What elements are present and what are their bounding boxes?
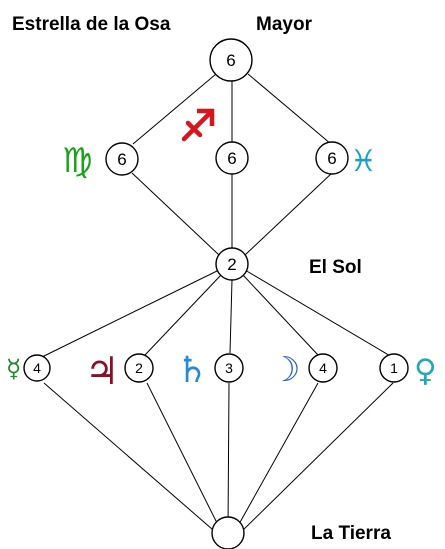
edge-mercury-earth [43,382,221,537]
pisces-icon: ♓ [350,144,377,179]
mayor-label: Mayor [256,14,313,35]
node-pisces: 6 [315,141,349,175]
moon-icon: ☽ [270,350,300,390]
node-virgo-value: 6 [117,150,126,169]
edge-saturn-earth [227,382,230,531]
virgo-icon: ♍ [62,141,92,181]
venus-icon: ♀ [414,353,437,389]
sagittarius-icon [181,108,215,142]
edge-sun-venus [244,269,393,358]
edges [41,73,394,537]
node-sun: 2 [215,247,249,281]
node-saturn-value: 3 [225,360,233,376]
edge-sun-mercury [41,269,220,358]
node-sagittarius-value: 6 [227,149,236,168]
node-top: 6 [209,38,253,82]
edge-moon-earth [233,382,319,534]
node-moon-value: 4 [319,360,327,376]
edge-sun-jupiter [144,274,222,356]
node-top-value: 6 [226,51,235,70]
mercury-icon: ☿ [6,354,21,383]
edge-top-pisces [247,73,332,145]
node-venus: 1 [379,353,409,383]
node-jupiter-value: 2 [135,360,143,376]
star-label: Estrella de la Osa [12,14,171,35]
edge-pisces-sun [244,172,333,256]
node-pisces-value: 6 [327,149,336,168]
edge-sun-saturn [229,279,233,354]
earth-label: La Tierra [311,523,391,544]
node-mercury: 4 [23,354,51,382]
node-earth [211,516,245,549]
edge-venus-earth [236,382,394,537]
edge-virgo-sun [131,172,220,256]
edge-top-virgo [132,73,217,145]
jupiter-icon: ♃ [85,349,119,393]
node-venus-value: 1 [390,360,398,376]
node-mercury-value: 4 [33,360,41,376]
node-sagittarius: 6 [215,141,249,175]
sun-label: El Sol [309,257,362,278]
node-virgo: 6 [105,142,139,176]
node-moon: 4 [308,353,338,383]
saturn-icon: ♄ [176,350,208,391]
edge-jupiter-earth [146,382,223,534]
node-saturn: 3 [214,353,244,383]
edge-sun-moon [242,274,319,356]
node-sun-value: 2 [227,255,236,274]
node-jupiter: 2 [124,353,154,383]
